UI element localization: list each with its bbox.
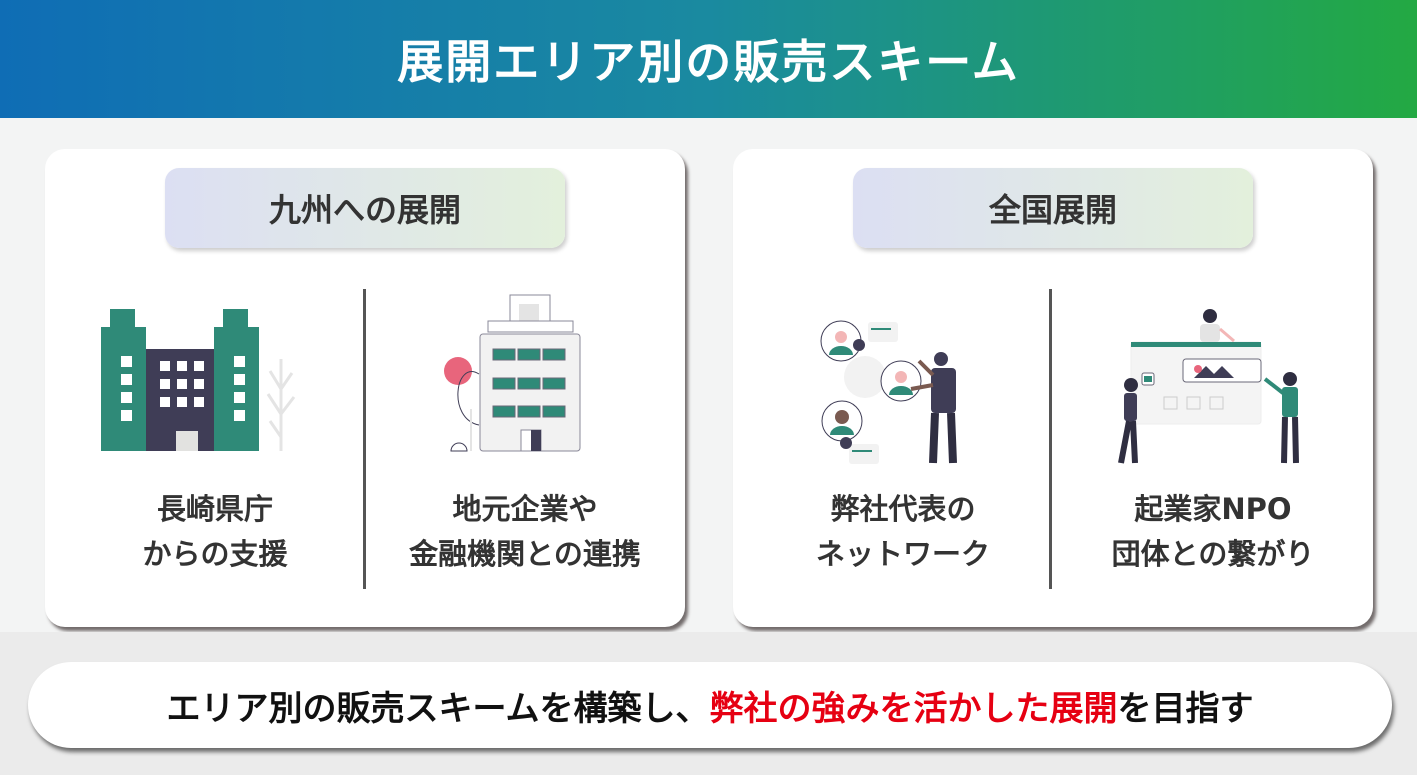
government-building-icon (65, 289, 365, 469)
divider (1049, 289, 1052, 589)
item-label: 長崎県庁 からの支援 (65, 487, 365, 577)
item-label: 起業家NPO 団体との繋がり (1063, 487, 1363, 577)
card-nationwide: 全国展開 弊社代表の ネットワーク (733, 149, 1373, 627)
office-building-icon (375, 289, 675, 469)
label-line: ネットワーク (815, 537, 990, 571)
network-people-icon (753, 289, 1053, 469)
divider (363, 289, 366, 589)
summary-text: エリア別の販売スキームを構築し、 (166, 688, 710, 729)
header-banner: 展開エリア別の販売スキーム (0, 0, 1417, 118)
collaboration-people-icon (1063, 289, 1363, 469)
summary-text-end: を目指す (1117, 688, 1254, 729)
label-line: 地元企業や (452, 492, 598, 526)
page-title: 展開エリア別の販売スキーム (397, 35, 1020, 89)
summary-banner: エリア別の販売スキームを構築し、弊社の強みを活かした展開を目指す (28, 662, 1392, 748)
card-kyushu: 九州への展開 長崎県庁 からの支援 (45, 149, 685, 627)
card-title: 全国展開 (853, 168, 1253, 248)
item-label: 弊社代表の ネットワーク (753, 487, 1053, 577)
label-line: 金融機関との連携 (409, 537, 641, 571)
label-line: 起業家NPO (1134, 492, 1292, 526)
label-line: 長崎県庁 (156, 492, 273, 526)
label-line: 団体との繋がり (1111, 537, 1315, 571)
label-line: からの支援 (142, 537, 288, 571)
card-title: 九州への展開 (165, 168, 565, 248)
label-line: 弊社代表の (830, 492, 976, 526)
item-label: 地元企業や 金融機関との連携 (375, 487, 675, 577)
summary-highlight: 弊社の強みを活かした展開 (709, 688, 1118, 729)
